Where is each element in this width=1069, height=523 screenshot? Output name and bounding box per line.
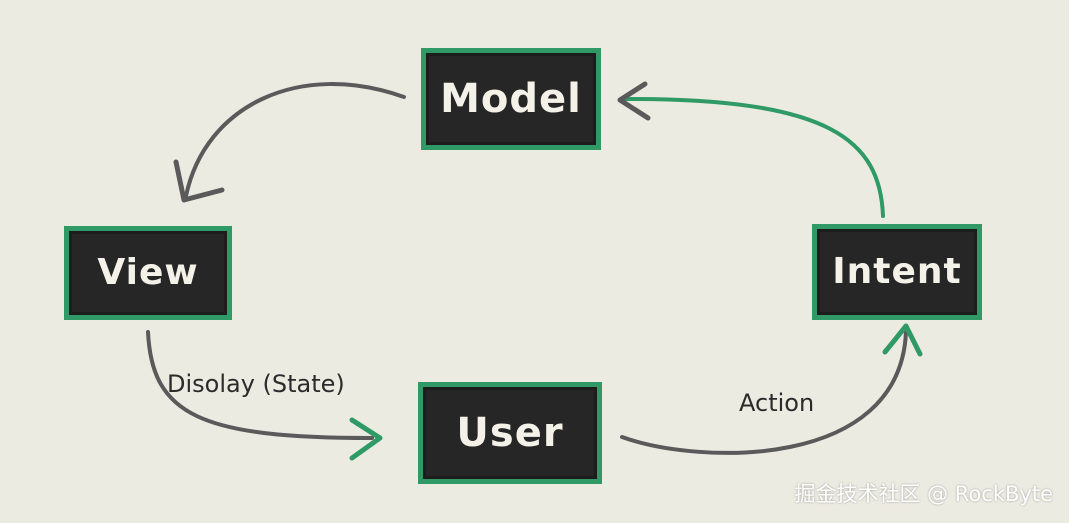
intent-label: Intent <box>832 251 962 292</box>
watermark: 掘金技术社区 @ RockByte <box>794 482 1053 506</box>
display-state-edge-label: Disolay (State) <box>167 370 345 398</box>
arrowhead-model-to-view <box>173 159 225 203</box>
model-label: Model <box>440 76 582 122</box>
view-label: View <box>97 252 199 293</box>
arrowhead-intent-to-model <box>617 81 651 121</box>
user-label: User <box>456 410 564 456</box>
arrow-intent-to-model <box>622 96 885 218</box>
view-node: View <box>64 226 232 320</box>
action-edge-label: Action <box>739 389 815 417</box>
arrow-model-to-view <box>184 82 406 198</box>
user-node: User <box>418 382 602 484</box>
arrow-view-to-user <box>146 330 374 440</box>
model-node: Model <box>421 48 601 150</box>
arrowhead-user-to-intent <box>882 323 923 357</box>
arrowhead-view-to-user <box>349 417 383 461</box>
intent-node: Intent <box>812 224 982 320</box>
arrow-user-to-intent <box>620 330 908 455</box>
